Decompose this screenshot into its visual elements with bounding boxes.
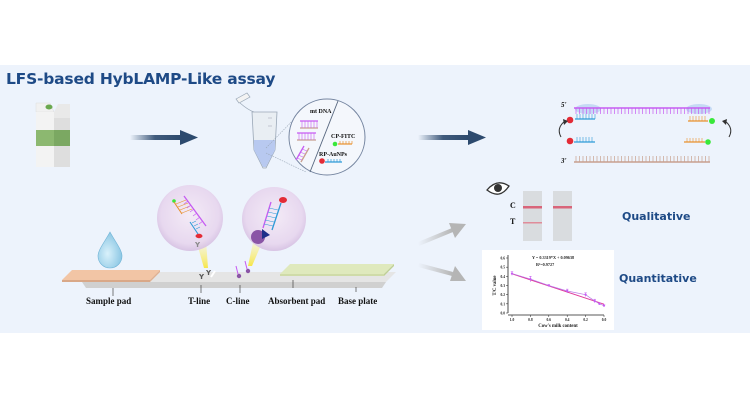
reaction-tube-icon bbox=[235, 92, 307, 173]
arrow-to-qualitative-icon bbox=[418, 223, 466, 246]
t-line-label: T-line bbox=[188, 296, 211, 306]
svg-text:Y: Y bbox=[205, 269, 212, 277]
base-plate-label: Base plate bbox=[338, 296, 378, 306]
x-tick-label: 0.6 bbox=[547, 318, 552, 322]
svg-text:Y: Y bbox=[198, 273, 205, 281]
x-tick-label: 0.8 bbox=[528, 318, 533, 322]
data-point bbox=[598, 302, 601, 305]
rp-aunps-label: RP-AuNPs bbox=[319, 152, 347, 158]
r-squared-label: R²=0.9727 bbox=[536, 262, 554, 267]
equation-label: Y = 0.3319*X + 0.09638 bbox=[532, 255, 574, 260]
three-prime-label: 3' bbox=[561, 157, 567, 165]
calibration-chart: 0.0 0.1 0.2 0.3 0.4 0.5 0.6 1.0 0.8 0.6 0.4 0.2 0.0C… bbox=[493, 255, 606, 329]
y-tick-label: 0.0 bbox=[501, 312, 506, 316]
sample-pad-label: Sample pad bbox=[86, 296, 132, 306]
arrow-to-hybrid-icon bbox=[418, 130, 486, 145]
t-mark-label: T bbox=[510, 217, 516, 226]
fit-line bbox=[511, 273, 605, 305]
data-point bbox=[602, 304, 606, 307]
y-tick-label: 0.2 bbox=[501, 293, 506, 297]
figure-title: LFS-based HybLAMP-Like assay bbox=[6, 70, 276, 88]
qualitative-label: Qualitative bbox=[622, 210, 691, 223]
y-tick-label: 0.4 bbox=[501, 275, 506, 279]
c-mark-label: C bbox=[510, 201, 516, 210]
x-tick-label: 1.0 bbox=[510, 318, 515, 322]
hybridization-diagram bbox=[558, 104, 732, 163]
mt-dna-label: mt DNA bbox=[310, 109, 332, 115]
arrow-to-quantitative-icon bbox=[418, 263, 466, 281]
absorbent-pad bbox=[280, 264, 394, 274]
lateral-flow-strip: Y Y bbox=[62, 260, 396, 296]
svg-text:Y: Y bbox=[194, 241, 201, 249]
data-point bbox=[510, 272, 514, 275]
eye-icon bbox=[486, 182, 510, 195]
five-prime-label: 5' bbox=[561, 101, 567, 109]
x-tick-label: 0.0 bbox=[602, 318, 607, 322]
absorbent-pad-label: Absorbent pad bbox=[268, 296, 326, 306]
x-tick-label: 0.2 bbox=[583, 318, 588, 322]
data-point bbox=[547, 284, 550, 287]
x-tick-label: 0.4 bbox=[565, 318, 570, 322]
chart-background bbox=[482, 250, 614, 330]
data-point bbox=[529, 277, 532, 281]
quantitative-label: Quantitative bbox=[619, 272, 697, 285]
c-line-label: C-line bbox=[226, 296, 250, 306]
data-point bbox=[566, 289, 569, 293]
mt-dna-icon bbox=[295, 120, 318, 163]
rp-aunps-icon bbox=[319, 158, 342, 164]
y-tick-label: 0.3 bbox=[501, 284, 506, 288]
sample-drop-icon bbox=[97, 231, 123, 269]
sample-pad bbox=[62, 270, 160, 280]
y-tick-label: 0.1 bbox=[501, 302, 506, 306]
y-axis-label: T/C value bbox=[493, 275, 498, 295]
y-tick-label: 0.5 bbox=[501, 266, 506, 270]
data-point bbox=[593, 299, 596, 303]
cp-fitc-label: CP-FITC bbox=[331, 134, 356, 140]
x-axis-label: Cow's milk content bbox=[538, 324, 578, 329]
c-line-zoom-bubble bbox=[242, 187, 306, 251]
negative-strip bbox=[553, 191, 572, 241]
y-tick-label: 0.6 bbox=[501, 257, 506, 261]
milk-carton-icon bbox=[35, 102, 70, 167]
t-line-zoom-bubble: Y bbox=[157, 185, 223, 251]
cp-fitc-icon bbox=[332, 141, 353, 147]
positive-strip bbox=[523, 191, 542, 241]
data-point bbox=[584, 293, 587, 296]
reagent-inset bbox=[288, 98, 366, 176]
arrow-to-tube-icon bbox=[130, 130, 198, 145]
